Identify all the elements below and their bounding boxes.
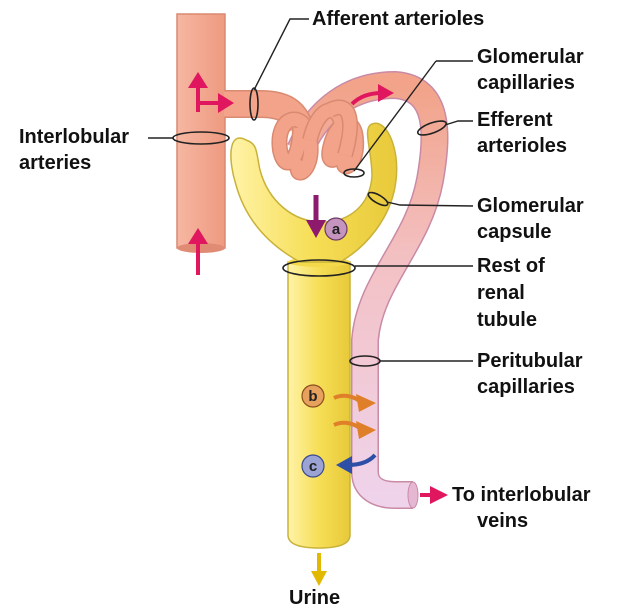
badge-b: b <box>302 385 324 407</box>
label-efferent-arterioles-line2: arterioles <box>477 133 567 160</box>
badge-a-label: a <box>332 221 341 238</box>
label-interlobular-arteries-line2: arteries <box>19 150 91 177</box>
label-glomerular-capillaries-line2: capillaries <box>477 70 575 97</box>
urine-arrow <box>311 553 327 586</box>
interlobular-artery-end <box>177 243 225 253</box>
label-rest-of-renal-tubule-line1: Rest of <box>477 253 545 280</box>
badge-c-label: c <box>309 458 317 475</box>
label-rest-of-renal-tubule-line3: tubule <box>477 307 537 334</box>
label-urine: Urine <box>289 585 340 612</box>
label-glomerular-capillaries-line1: Glomerular <box>477 44 584 71</box>
label-to-interlobular-veins-line1: To interlobular <box>452 482 591 509</box>
badge-c: c <box>302 455 324 477</box>
label-rest-of-renal-tubule-line2: renal <box>477 280 525 307</box>
peritubular-capillary-end <box>408 482 418 508</box>
label-interlobular-arteries-line1: Interlobular <box>19 124 129 151</box>
label-glomerular-capsule-line2: capsule <box>477 219 551 246</box>
label-peritubular-capillaries-line1: Peritubular <box>477 348 583 375</box>
badge-a: a <box>325 218 347 240</box>
label-efferent-arterioles-line1: Efferent <box>477 107 553 134</box>
label-peritubular-capillaries-line2: capillaries <box>477 374 575 401</box>
label-afferent-arterioles: Afferent arterioles <box>312 6 484 33</box>
label-to-interlobular-veins-line2: veins <box>477 508 528 535</box>
label-glomerular-capsule-line1: Glomerular <box>477 193 584 220</box>
interlobular-artery <box>177 14 225 248</box>
badge-b-label: b <box>308 388 317 405</box>
